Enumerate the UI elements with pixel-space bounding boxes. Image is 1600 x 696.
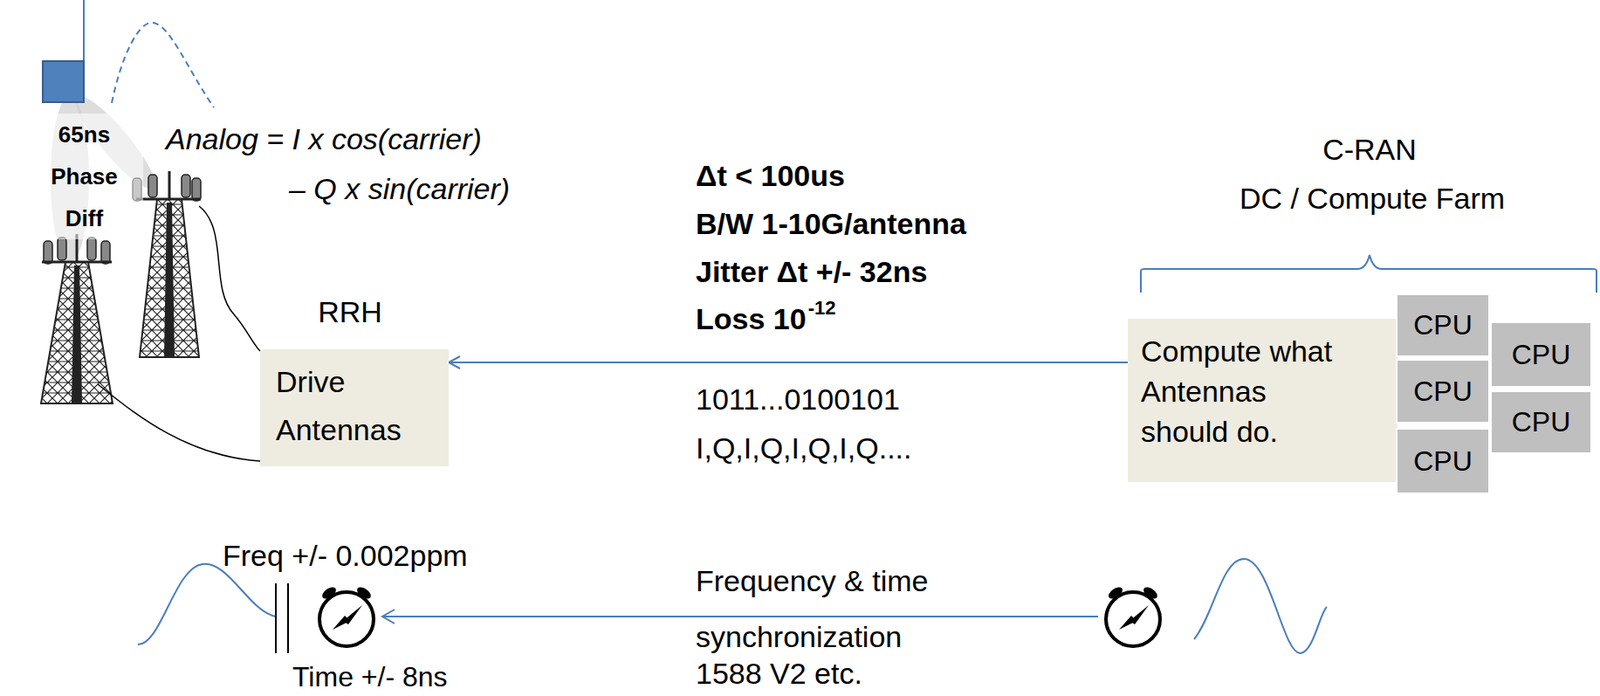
- clock-icon: [1105, 584, 1161, 646]
- label: Loss 10: [695, 302, 807, 337]
- box-heading: RRH: [317, 295, 383, 330]
- cpu-label: CPU: [1511, 338, 1572, 371]
- bracket: [1140, 254, 1597, 293]
- cpu-label: CPU: [1413, 375, 1473, 408]
- label: DC / Compute Farm: [1239, 181, 1505, 216]
- label: 1011...0100101: [695, 382, 900, 417]
- cpu-box: CPU: [1490, 321, 1593, 388]
- label: Time +/- 8ns: [292, 660, 448, 694]
- feed-line: [82, 0, 85, 62]
- cable: [199, 206, 261, 351]
- clock-icon: [319, 584, 374, 646]
- cpu-box: CPU: [1490, 390, 1593, 454]
- rrh-box: RRHDrive Antennas: [260, 349, 449, 467]
- oscillator-bar: [287, 583, 289, 653]
- cpu-box: CPU: [1395, 293, 1491, 358]
- label: 65ns Phase Diff: [25, 113, 144, 240]
- cpu-label: CPU: [1511, 405, 1572, 439]
- box-text: Drive Antennas: [275, 357, 425, 454]
- cpu-box: CPU: [1395, 427, 1491, 495]
- connector-arrow: [448, 361, 1128, 364]
- label: C-RAN: [1322, 132, 1417, 167]
- cpu-label: CPU: [1413, 309, 1473, 342]
- sine-wave: [1194, 558, 1327, 653]
- label: B/W 1-10G/antenna: [695, 206, 967, 241]
- oscillator-bar: [274, 583, 277, 653]
- cable: [97, 384, 261, 461]
- label: Freq +/- 0.002ppm: [222, 538, 468, 573]
- cell-tower: [41, 233, 113, 404]
- label: – Q x sin(carrier): [288, 171, 510, 207]
- label: Jitter Δt +/- 32ns: [695, 254, 928, 289]
- compute-box: Compute what Antennas should do.: [1127, 318, 1398, 482]
- label: Δt < 100us: [695, 158, 845, 193]
- label: 1588 V2 etc.: [695, 656, 863, 691]
- box-text: Compute what Antennas should do.: [1140, 330, 1351, 452]
- label: synchronization: [695, 619, 902, 654]
- cpu-box: CPU: [1395, 358, 1491, 424]
- label: I,Q,I,Q,I,Q,I,Q....: [695, 431, 912, 466]
- label: Frequency & time: [695, 563, 928, 598]
- antenna-square: [42, 61, 84, 103]
- label: Analog = I x cos(carrier): [165, 122, 482, 157]
- arrow-head: [382, 609, 395, 624]
- sine-wave: [137, 563, 276, 645]
- cpu-label: CPU: [1413, 445, 1473, 478]
- label: -12: [808, 296, 837, 319]
- sync-arrow: [382, 615, 1099, 618]
- radio-wave: [111, 22, 214, 108]
